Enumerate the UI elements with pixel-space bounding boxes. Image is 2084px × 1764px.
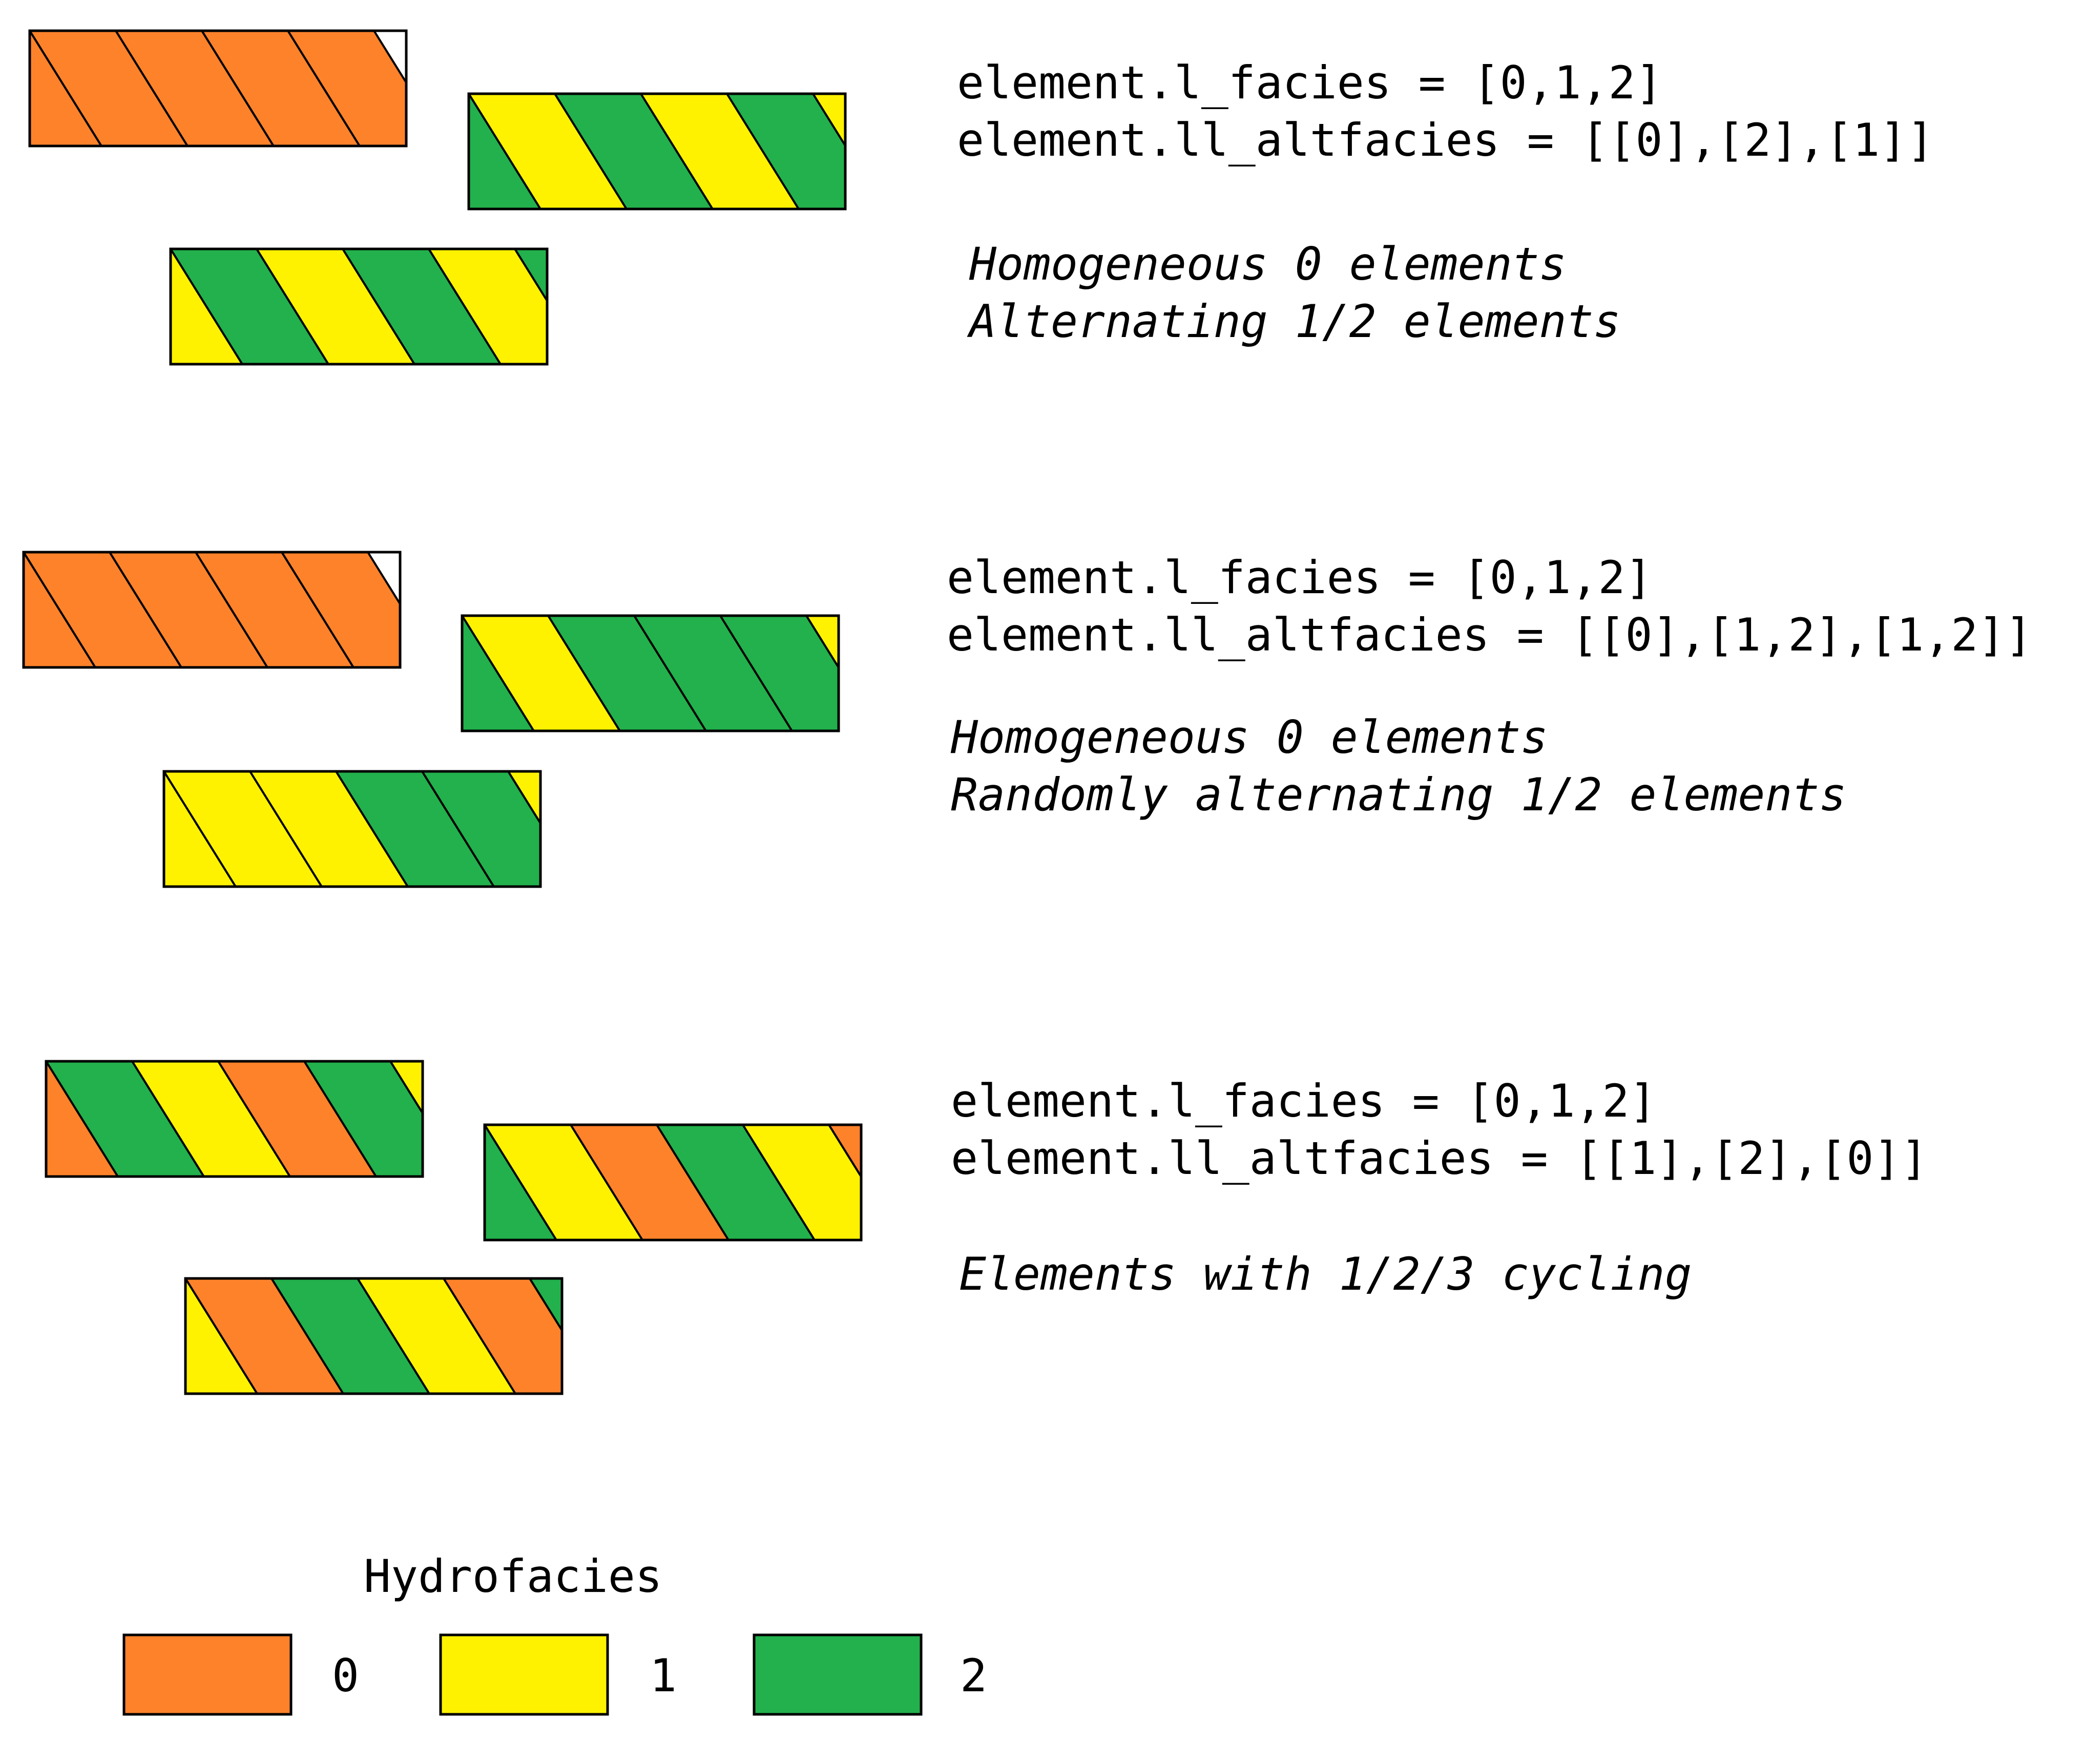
example-1-elements bbox=[28, 29, 847, 366]
facies-band bbox=[24, 552, 183, 667]
facies-band bbox=[164, 771, 323, 887]
legend-label-2: 2 bbox=[960, 1649, 987, 1702]
example-2-code-ll-altfacies: element.ll_altfacies = [[0],[1,2],[1,2]] bbox=[947, 608, 2032, 661]
facies-band bbox=[827, 1125, 861, 1179]
example-2-note-2: Randomly alternating 1/2 elements bbox=[951, 768, 1846, 821]
facies-band bbox=[725, 94, 845, 209]
legend-swatch-0 bbox=[122, 1633, 293, 1716]
facies-band bbox=[427, 249, 547, 364]
facies-band bbox=[286, 31, 406, 146]
facies-band bbox=[421, 771, 540, 887]
example-1-code-ll-altfacies: element.ll_altfacies = [[0],[2],[1]] bbox=[957, 114, 1934, 166]
facies-band bbox=[200, 31, 361, 146]
example-1-element-1 bbox=[28, 29, 408, 148]
facies-band bbox=[553, 94, 714, 209]
facies-band bbox=[485, 1125, 644, 1240]
facies-band bbox=[528, 1278, 562, 1333]
facies-band bbox=[335, 771, 495, 887]
facies-band bbox=[569, 1125, 730, 1240]
example-1-element-3 bbox=[169, 247, 549, 366]
example-3-note-1: Elements with 1/2/3 cycling bbox=[959, 1248, 1692, 1300]
example-3: element.l_facies = [0,1,2] element.ll_al… bbox=[45, 1060, 1928, 1395]
facies-band bbox=[114, 31, 275, 146]
example-2: element.l_facies = [0,1,2] element.ll_al… bbox=[22, 551, 2032, 888]
example-2-element-3 bbox=[162, 770, 752, 888]
element-border bbox=[28, 29, 408, 148]
facies-band bbox=[30, 31, 189, 146]
facies-band bbox=[639, 94, 800, 209]
facies-band bbox=[507, 771, 540, 826]
facies-band bbox=[217, 1061, 378, 1177]
element-border bbox=[22, 551, 402, 669]
facies-band bbox=[469, 94, 628, 209]
example-1-element-2 bbox=[467, 92, 847, 211]
facies-band bbox=[719, 616, 839, 731]
facies-band bbox=[248, 771, 409, 887]
facies-band bbox=[356, 1278, 517, 1394]
example-3-code-l-facies: element.l_facies = [0,1,2] bbox=[951, 1075, 1657, 1127]
legend: Hydrofacies 0 1 2 bbox=[122, 1550, 987, 1716]
legend-label-1: 1 bbox=[650, 1649, 677, 1702]
facies-band bbox=[270, 1278, 431, 1394]
facies-band bbox=[46, 1061, 205, 1177]
facies-band bbox=[594, 771, 752, 887]
example-1-code-l-facies: element.l_facies = [0,1,2] bbox=[957, 56, 1663, 109]
example-1-note-2: Alternating 1/2 elements bbox=[967, 295, 1621, 348]
example-1: element.l_facies = [0,1,2] element.ll_al… bbox=[28, 29, 1934, 366]
facies-band bbox=[547, 616, 707, 731]
element-border bbox=[483, 1123, 863, 1242]
facies-band bbox=[185, 1278, 345, 1394]
facies-band bbox=[194, 552, 355, 667]
facies-band bbox=[741, 1125, 861, 1240]
example-3-element-1 bbox=[45, 1060, 424, 1178]
example-2-elements bbox=[22, 551, 840, 888]
element-border bbox=[461, 614, 840, 732]
legend-label-0: 0 bbox=[332, 1649, 359, 1702]
element-border bbox=[169, 247, 549, 366]
example-3-code-ll-altfacies: element.ll_altfacies = [[1],[2],[0]] bbox=[951, 1132, 1928, 1185]
element-border bbox=[184, 1277, 564, 1395]
facies-band bbox=[341, 249, 502, 364]
element-border bbox=[467, 92, 847, 211]
example-2-element-1 bbox=[22, 551, 402, 669]
facies-band bbox=[513, 249, 547, 303]
example-2-element-2 bbox=[461, 614, 840, 732]
facies-band bbox=[171, 249, 330, 364]
facies-band bbox=[462, 616, 621, 731]
facies-band bbox=[655, 1125, 816, 1240]
example-3-element-2 bbox=[483, 1123, 863, 1242]
facies-band bbox=[805, 616, 839, 670]
facies-band bbox=[131, 1061, 291, 1177]
example-3-element-3 bbox=[184, 1277, 564, 1395]
example-1-note-1: Homogeneous 0 elements bbox=[969, 238, 1567, 290]
legend-swatch-1 bbox=[439, 1633, 609, 1716]
facies-band bbox=[303, 1061, 423, 1177]
example-3-elements bbox=[45, 1060, 863, 1395]
facies-band bbox=[811, 94, 845, 148]
element-border bbox=[162, 770, 542, 888]
facies-band bbox=[442, 1278, 562, 1394]
legend-title: Hydrofacies bbox=[364, 1550, 662, 1603]
example-2-note-1: Homogeneous 0 elements bbox=[950, 711, 1548, 764]
facies-band bbox=[389, 1061, 423, 1116]
facies-band bbox=[108, 552, 269, 667]
facies-band bbox=[633, 616, 794, 731]
facies-band bbox=[255, 249, 416, 364]
facies-band bbox=[280, 552, 400, 667]
element-border bbox=[45, 1060, 424, 1178]
example-2-code-l-facies: element.l_facies = [0,1,2] bbox=[947, 551, 1653, 604]
legend-swatch-2 bbox=[753, 1633, 923, 1716]
